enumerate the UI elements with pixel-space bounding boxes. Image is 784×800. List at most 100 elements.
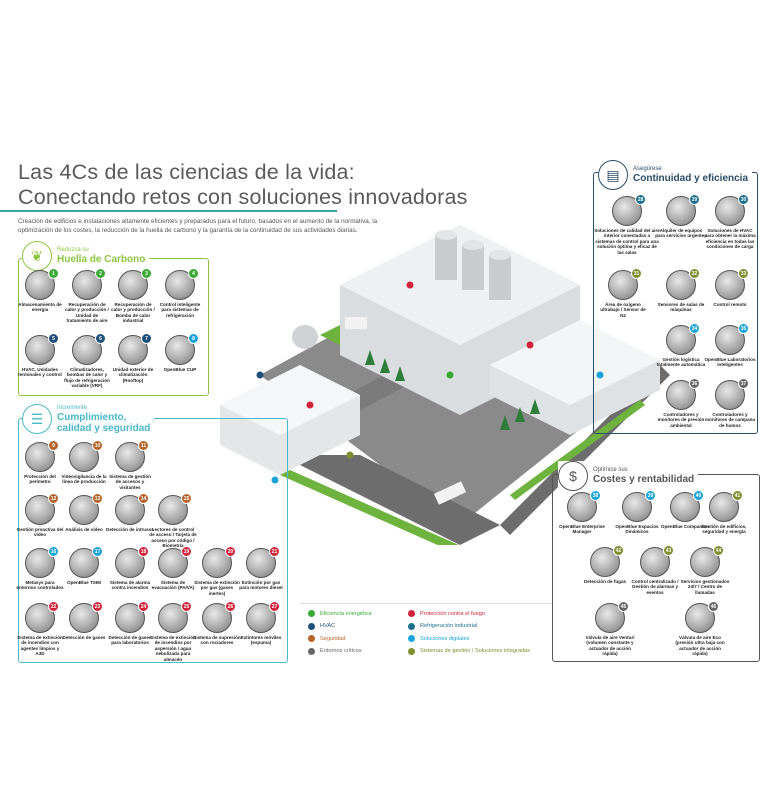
solution-number-badge: 28 (635, 194, 646, 205)
solution-thumbnail: 27 (246, 601, 280, 633)
solution-thumbnail: 10 (69, 440, 103, 472)
solution-number-badge: 33 (738, 268, 749, 279)
solution-number-badge: 23 (92, 601, 103, 612)
solution-number-badge: 38 (590, 490, 601, 501)
description: Creación de edificios e instalaciones al… (18, 218, 378, 234)
solution-number-badge: 25 (181, 601, 192, 612)
solution-number-badge: 41 (732, 490, 743, 501)
solution-thumbnail: 25 (158, 601, 192, 633)
solution-label: Área de oxígeno ultrabajo / Sensor de N2 (600, 302, 646, 318)
solution-thumbnail: 13 (69, 493, 103, 525)
solution-number-badge: 6 (95, 333, 106, 344)
solution-label: Extintores móviles (espuma) (240, 635, 282, 646)
solution-label: Detección de intrusos (106, 527, 154, 532)
solution-number-badge: 30 (738, 194, 749, 205)
solution-thumbnail: 24 (115, 601, 149, 633)
solution-thumbnail: 15 (158, 493, 192, 525)
solution-number-badge: 39 (645, 490, 656, 501)
solution-thumbnail: 38 (567, 490, 601, 522)
solution-number-badge: 29 (689, 194, 700, 205)
legend-swatch (308, 622, 315, 630)
legend-item: Sistemas de gestión / Soluciones integra… (408, 647, 531, 655)
building-lab-floor (220, 365, 360, 435)
solution-number-badge: 16 (48, 546, 59, 557)
legend-label: HVAC (320, 623, 336, 629)
solution-label: Metasys para entornos controlados (16, 580, 64, 591)
solution-number-badge: 44 (713, 545, 724, 556)
legend-label: Sistemas de gestión / Soluciones integra… (420, 648, 531, 654)
compliance-title: Cumplimiento, (57, 411, 127, 423)
legend-swatch (308, 610, 315, 617)
legend-item: Entornos críticos (308, 647, 362, 655)
solution-label: Válvula de aire Venturi (volumen constan… (585, 635, 635, 657)
solution-thumbnail: 35 (715, 323, 749, 355)
solution-label: Sistema de alarma contra incendios (109, 580, 151, 591)
solution-number-badge: 35 (738, 323, 749, 334)
solution-label: Servicios gestionados 24/7 / Centro de l… (680, 579, 730, 595)
solution-number-badge: 26 (225, 601, 236, 612)
building-roof (340, 225, 580, 345)
legend-swatch (408, 610, 415, 617)
solution-label: Controladores y monitores de campana de … (704, 412, 756, 428)
solution-thumbnail: 34 (666, 323, 700, 355)
solution-label: Protección del perímetro (24, 474, 56, 485)
solution-number-badge: 3 (141, 268, 152, 279)
solution-label: Detección de gases (62, 635, 106, 640)
solution-thumbnail: 22 (25, 601, 59, 633)
building-right-floor (490, 320, 660, 405)
factory-illustration (220, 225, 670, 545)
legend-label: Entornos críticos (320, 648, 362, 654)
solution-number-badge: 40 (693, 490, 704, 501)
solution-label: Sistema de extinción de incendios con ag… (17, 635, 63, 657)
